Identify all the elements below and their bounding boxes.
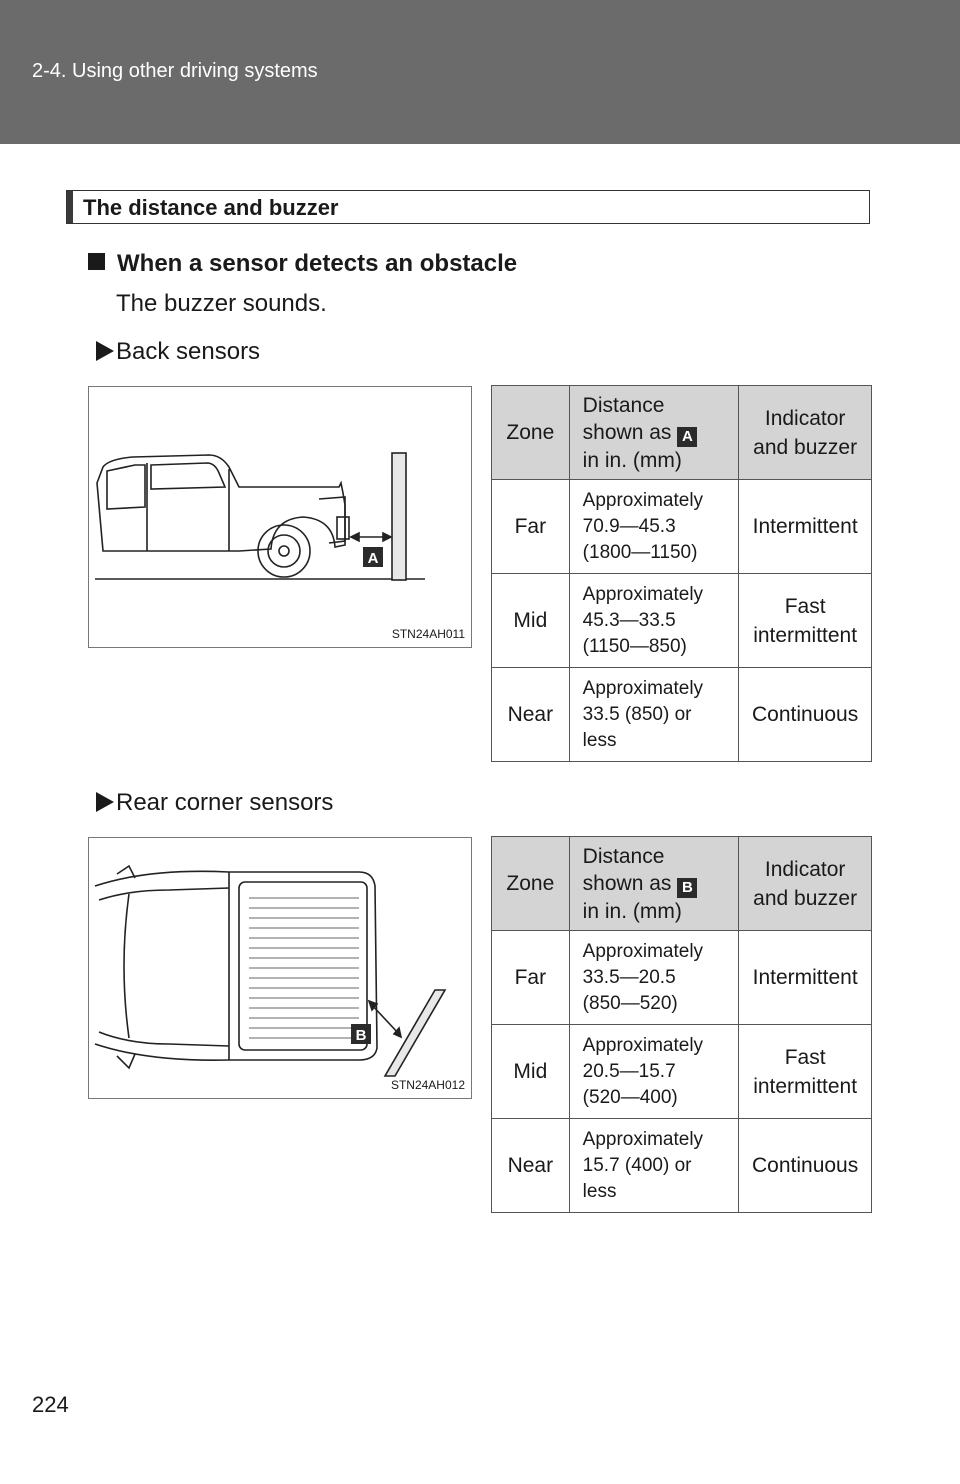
distance-line1: Approximately — [582, 1128, 704, 1150]
indicator-cell: Continuous — [738, 667, 872, 762]
distance-line1: Approximately — [582, 1034, 704, 1056]
header-indicator: Indicator and buzzer — [738, 385, 872, 480]
figure-id: STN24AH012 — [390, 1078, 465, 1092]
header-distance-line3: in in. (mm) — [582, 448, 682, 472]
indicator-line1: Intermittent — [752, 966, 858, 989]
distance-line3: less — [582, 729, 617, 751]
table-row: Far Approximately 33.5—20.5 (850—520) Inte… — [491, 930, 872, 1025]
page-header: 2-4. Using other driving systems — [0, 0, 960, 144]
label-b-badge: B — [677, 877, 698, 898]
distance-line1: Approximately — [582, 677, 704, 699]
header-indicator-line2: and buzzer — [753, 435, 858, 459]
zone-cell: Far — [491, 479, 570, 574]
zone-cell: Near — [491, 1118, 570, 1213]
back-sensors-label: Back sensors — [116, 338, 261, 365]
header-zone: Zone — [491, 836, 570, 931]
zone-cell: Near — [491, 667, 570, 762]
distance-line2: 20.5—15.7 — [582, 1060, 676, 1082]
section-title-box: The distance and buzzer — [66, 190, 870, 224]
chapter-title: 2-4. Using other driving systems — [32, 60, 318, 82]
distance-line1: Approximately — [582, 583, 704, 605]
triangle-bullet-icon — [96, 792, 114, 812]
header-distance-line1: Distance — [582, 844, 665, 868]
figure-label-b: B — [356, 1027, 367, 1044]
table-row: Far Approximately 70.9—45.3 (1800—1150) In… — [491, 479, 872, 574]
indicator-line2: intermittent — [753, 1074, 858, 1098]
figure-id: STN24AH011 — [391, 627, 465, 641]
indicator-line1: Fast — [784, 594, 826, 618]
shown-as-text: shown as — [582, 871, 672, 895]
distance-line3: (850—520) — [582, 992, 678, 1014]
page-number: 224 — [32, 1392, 69, 1417]
distance-line3: less — [582, 1180, 617, 1202]
distance-cell: Approximately 33.5—20.5 (850—520) — [568, 930, 740, 1025]
indicator-cell: Intermittent — [738, 930, 872, 1025]
corner-sensor-figure: B STN24AH012 — [88, 837, 472, 1099]
header-distance-line3: in in. (mm) — [582, 899, 682, 923]
header-indicator-line1: Indicator — [764, 857, 846, 881]
distance-line1: Approximately — [582, 940, 704, 962]
zone-cell: Mid — [491, 1024, 570, 1119]
distance-cell: Approximately 70.9—45.3 (1800—1150) — [568, 479, 740, 574]
header-indicator-line1: Indicator — [764, 406, 846, 430]
distance-line3: (1800—1150) — [582, 541, 698, 563]
distance-line2: 45.3—33.5 — [582, 609, 676, 631]
corner-sensors-bullet: Rear corner sensors — [96, 789, 333, 817]
distance-line2: 15.7 (400) or — [582, 1154, 692, 1176]
corner-sensors-label: Rear corner sensors — [116, 789, 334, 816]
indicator-cell: Fast intermittent — [738, 1024, 872, 1119]
indicator-line1: Continuous — [752, 703, 859, 726]
table-row: Near Approximately 15.7 (400) or less Cont… — [491, 1118, 872, 1213]
header-indicator-line2: and buzzer — [753, 886, 858, 910]
header-indicator: Indicator and buzzer — [738, 836, 872, 931]
truck-top-illustration: B — [94, 864, 447, 1077]
distance-cell: Approximately 20.5—15.7 (520—400) — [568, 1024, 740, 1119]
section-title: The distance and buzzer — [83, 195, 339, 220]
zone-cell: Mid — [491, 573, 570, 668]
indicator-line2: intermittent — [753, 623, 858, 647]
indicator-line1: Intermittent — [752, 515, 858, 538]
subheading-text: When a sensor detects an obstacle — [117, 250, 518, 277]
indicator-cell: Continuous — [738, 1118, 872, 1213]
table-row: Mid Approximately 20.5—15.7 (520—400) Fast… — [491, 1024, 872, 1119]
label-a-badge: A — [677, 426, 698, 447]
distance-cell: Approximately 33.5 (850) or less — [568, 667, 740, 762]
distance-cell: Approximately 15.7 (400) or less — [568, 1118, 740, 1213]
section-marker — [67, 191, 73, 223]
indicator-cell: Fast intermittent — [738, 573, 872, 668]
table-row: Mid Approximately 45.3—33.5 (1150—850) Fas… — [491, 573, 872, 668]
triangle-bullet-icon — [96, 341, 114, 361]
table-row: Near Approximately 33.5 (850) or less Cont… — [491, 667, 872, 762]
distance-line2: 33.5 (850) or — [582, 703, 692, 725]
distance-line1: Approximately — [582, 489, 704, 511]
distance-cell: Approximately 45.3—33.5 (1150—850) — [568, 573, 740, 668]
header-zone: Zone — [491, 385, 570, 480]
body-text: The buzzer sounds. — [116, 290, 327, 317]
subheading: When a sensor detects an obstacle — [88, 250, 517, 278]
header-distance-line1: Distance — [582, 393, 665, 417]
distance-line2: 33.5—20.5 — [582, 966, 676, 988]
back-sensors-bullet: Back sensors — [96, 338, 260, 366]
indicator-line1: Fast — [784, 1045, 826, 1069]
distance-line2: 70.9—45.3 — [582, 515, 676, 537]
indicator-cell: Intermittent — [738, 479, 872, 574]
square-bullet-icon — [88, 253, 105, 270]
distance-line3: (1150—850) — [582, 635, 687, 657]
zone-cell: Far — [491, 930, 570, 1025]
figure-label-a: A — [368, 550, 379, 567]
back-sensor-figure: A STN24AH011 — [88, 386, 472, 648]
truck-side-illustration: A — [95, 452, 425, 581]
indicator-line1: Continuous — [752, 1154, 859, 1177]
distance-line3: (520—400) — [582, 1086, 678, 1108]
shown-as-text: shown as — [582, 420, 672, 444]
